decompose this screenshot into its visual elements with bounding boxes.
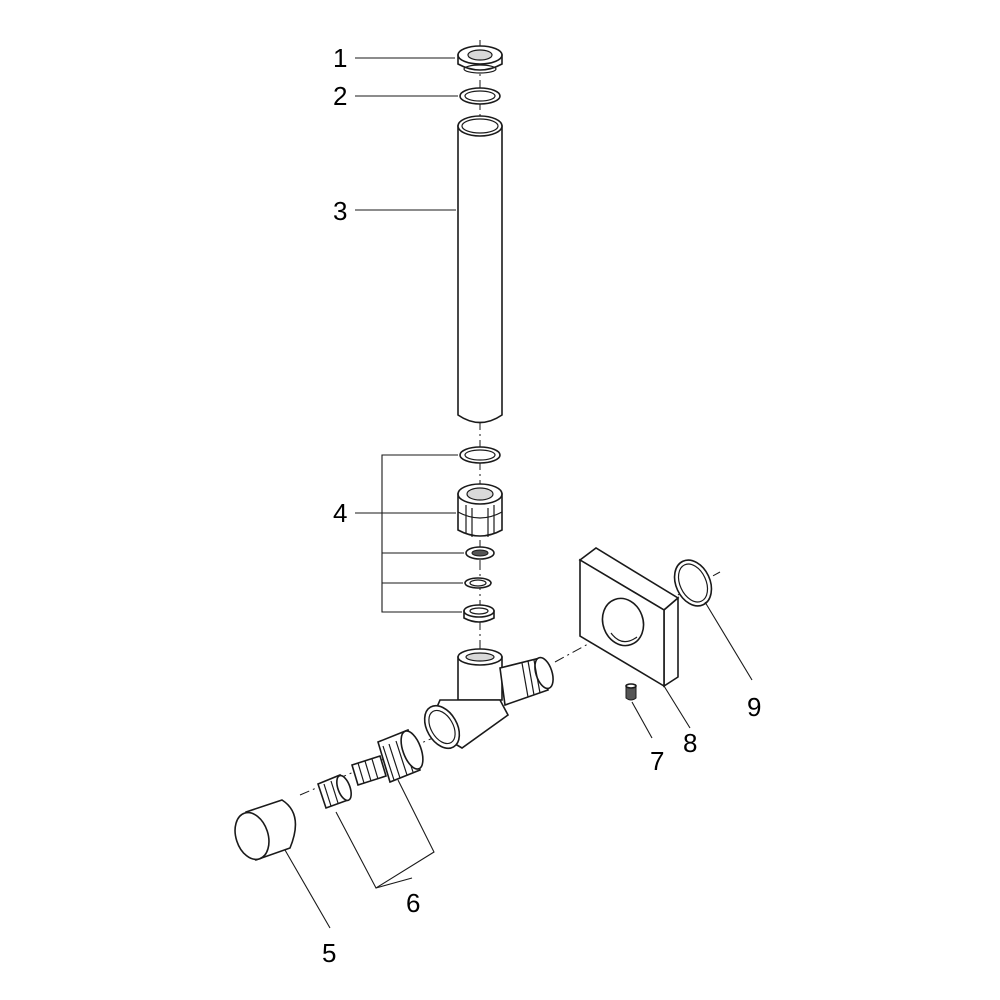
part-4-nut — [463, 604, 495, 623]
leader-5 — [284, 849, 331, 929]
callout-5: 5 — [322, 938, 336, 968]
elbow-body — [423, 648, 554, 750]
part-4-washer-b — [464, 577, 492, 589]
leader-6 — [375, 877, 413, 889]
leader-9 — [704, 601, 753, 681]
part-5-handle-cap — [234, 799, 297, 862]
callout-7: 7 — [650, 746, 664, 776]
callout-9: 9 — [747, 692, 761, 722]
part-4-cartridge — [457, 483, 503, 537]
part-6-valve-cartridge — [317, 728, 424, 810]
part-4-washer-a — [465, 546, 495, 560]
leader-6-bracket — [335, 779, 435, 889]
part-8-wall-plate — [578, 547, 680, 688]
callout-6: 6 — [406, 888, 420, 918]
part-2-ring — [459, 87, 501, 105]
callout-4: 4 — [333, 498, 347, 528]
part-3-tube — [457, 115, 503, 424]
part-7-set-screw — [625, 683, 637, 701]
leader-lines — [284, 57, 753, 929]
leader-7 — [631, 701, 653, 739]
callout-1: 1 — [333, 43, 347, 73]
callout-3: 3 — [333, 196, 347, 226]
leader-4-bracket — [381, 454, 462, 613]
callout-2: 2 — [333, 81, 347, 111]
leader-8 — [663, 685, 691, 729]
part-1-top-cap — [457, 45, 503, 74]
part-9-o-ring — [673, 559, 713, 607]
callout-8: 8 — [683, 728, 697, 758]
part-4-ring-top — [459, 446, 501, 464]
